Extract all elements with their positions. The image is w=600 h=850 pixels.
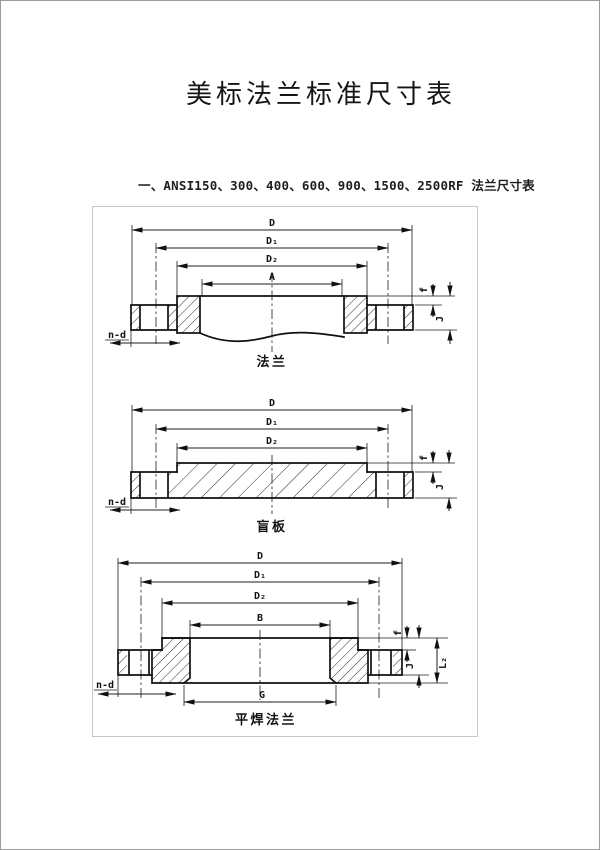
dim-label-g: G: [259, 690, 265, 701]
diagram-caption: 盲板: [256, 519, 287, 535]
dim-label-d: D: [257, 551, 263, 562]
dim-label-d1: D₁: [254, 570, 266, 581]
flange-diagrams-figure: D D₁ D₂ A n-d f J 法兰: [94, 218, 457, 728]
dim-label-d2: D₂: [266, 254, 278, 265]
diagram-flange-dimension-lines: [105, 225, 457, 347]
diagram-slip-on-flange: D D₁ D₂ B G n-d f J L₂ 平焊法兰: [94, 551, 449, 728]
dim-label-d2: D₂: [254, 591, 266, 602]
diagram-blind-plate-body: [130, 455, 414, 514]
dim-label-nd: n-d: [96, 680, 114, 691]
diagram-flange: D D₁ D₂ A n-d f J 法兰: [105, 218, 457, 370]
figure-box: D D₁ D₂ A n-d f J 法兰: [92, 206, 478, 737]
dim-label-d1: D₁: [266, 236, 278, 247]
diagram-caption: 平焊法兰: [235, 712, 297, 728]
dim-label-nd: n-d: [108, 330, 126, 341]
dim-label-f: f: [419, 455, 430, 461]
dim-label-b: B: [257, 613, 263, 624]
page-title: 美标法兰标准尺寸表: [185, 80, 456, 110]
dim-label-d2: D₂: [266, 436, 278, 447]
diagram-blind-plate-dimension-lines: [105, 405, 457, 514]
dim-label-j: J: [435, 484, 446, 490]
diagram-slip-on-dimension-lines: [94, 558, 448, 706]
dim-label-f: f: [393, 630, 404, 636]
dim-label-d1: D₁: [266, 417, 278, 428]
section-heading: 一、ANSI150、300、400、600、900、1500、2500RF 法兰…: [138, 178, 535, 193]
diagram-flange-body: [130, 272, 414, 352]
diagram-caption: 法兰: [256, 354, 287, 370]
dim-label-j: J: [405, 663, 416, 669]
dim-label-l2: L₂: [438, 657, 449, 669]
dim-label-f: f: [419, 287, 430, 293]
dim-label-d: D: [269, 398, 275, 409]
diagram-slip-on-body: [117, 630, 403, 700]
dim-label-j: J: [435, 316, 446, 322]
diagram-blind-plate: D D₁ D₂ n-d f J 盲板: [105, 398, 457, 535]
dim-label-a: A: [269, 272, 275, 283]
dim-label-nd: n-d: [108, 497, 126, 508]
dim-label-d: D: [269, 218, 275, 229]
